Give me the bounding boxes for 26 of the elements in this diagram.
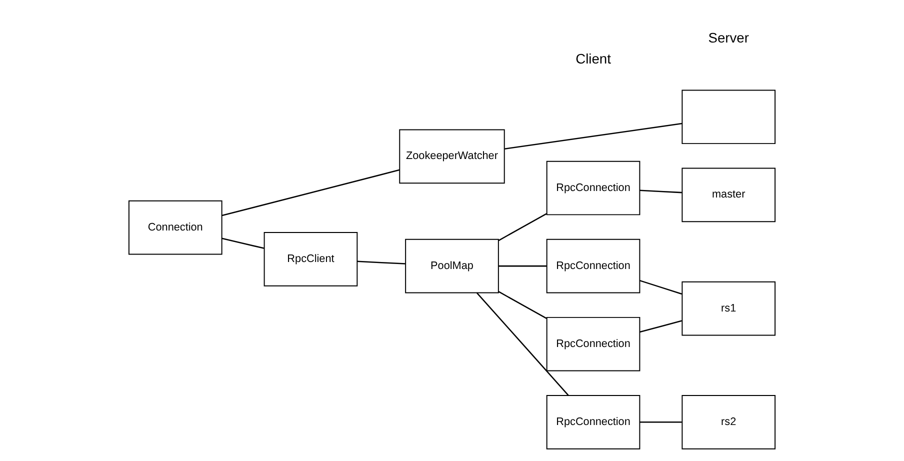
connector (498, 213, 547, 242)
connector (640, 422, 682, 423)
node-box: Connection (128, 200, 222, 255)
node-box: RpcConnection (546, 160, 640, 216)
connector (498, 291, 547, 320)
connector (498, 265, 547, 267)
connector (640, 190, 682, 194)
label: Client (576, 50, 611, 66)
connector (222, 169, 400, 216)
node-box: RpcConnection (546, 316, 640, 372)
node-box: PoolMap (405, 238, 499, 294)
node-box: rs2 (682, 394, 776, 450)
node-box: rs1 (682, 281, 776, 336)
node-box: RpcConnection (546, 238, 640, 294)
label: Server (708, 30, 749, 46)
connector (222, 238, 264, 249)
connector (640, 320, 682, 333)
node-box (682, 90, 776, 144)
node-box: master (682, 168, 776, 222)
node-box: RpcClient (264, 232, 358, 286)
connector (476, 292, 569, 396)
connector (357, 260, 406, 264)
node-box: RpcConnection (546, 394, 640, 450)
connector (504, 122, 682, 150)
connector (640, 280, 682, 295)
node-box: ZookeeperWatcher (399, 129, 505, 184)
